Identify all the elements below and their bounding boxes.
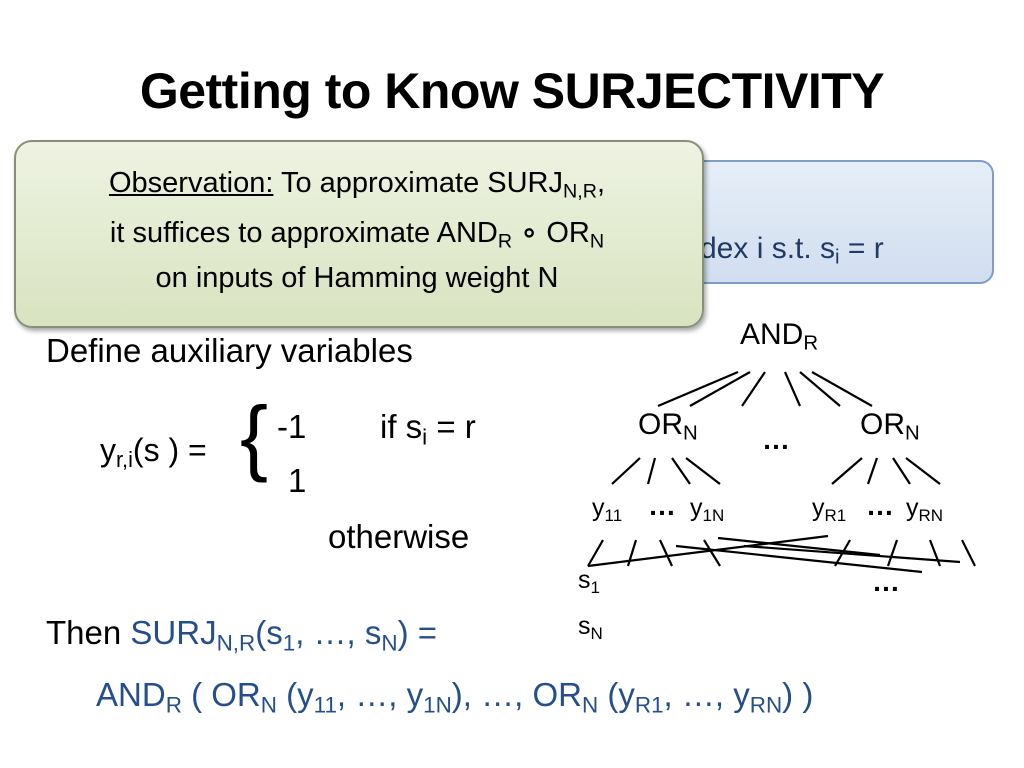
edge-cross-3: [717, 536, 881, 557]
observation-line-2: it suffices to approximate ANDR ∘ ORN: [109, 217, 605, 253]
edge-orr-1: [831, 457, 863, 485]
edge-orl-1: [611, 457, 641, 485]
observation-line-3: on inputs of Hamming weight N: [155, 262, 559, 294]
input-sN: sN: [578, 612, 603, 643]
observation-label: Observation:: [108, 167, 274, 199]
edge-leaf-7: [928, 539, 942, 567]
edge-orl-2: [646, 457, 657, 485]
leaf-y1N: y1N: [690, 494, 725, 525]
edge-and-2: [689, 371, 751, 407]
y-definition-lhs: yr,i(s ) =: [100, 432, 207, 473]
observation-line-1: Observation: To approximate SURJN,R,: [108, 167, 605, 203]
or-node-left: ORN: [638, 408, 698, 445]
edge-cross-1: [587, 534, 829, 568]
edge-and-6: [811, 371, 873, 407]
edge-leaf-1: [587, 539, 604, 567]
edge-and-4: [783, 371, 802, 407]
then-line: Then SURJN,R(s1, …, sN) =: [46, 614, 438, 656]
edge-leaf-3: [659, 539, 673, 567]
definition-text: dex i s.t. si = r: [700, 232, 884, 269]
case-otherwise: otherwise: [328, 518, 470, 555]
or-node-right: ORN: [860, 408, 920, 445]
edge-and-1: [657, 370, 739, 408]
input-ellipsis: …: [872, 566, 900, 597]
case-value-1: 1: [288, 462, 307, 499]
edge-leaf-6: [886, 539, 899, 567]
edge-orr-4: [905, 457, 941, 485]
edge-cross-4: [743, 544, 961, 564]
edge-orr-2: [866, 457, 879, 485]
case-value-neg1: -1: [277, 408, 307, 445]
edge-leaf-4: [703, 539, 721, 567]
edge-leaf-8: [961, 539, 976, 567]
edge-and-3: [741, 371, 766, 407]
formula-line: ANDR ( ORN (y11, …, y1N), …, ORN (yR1, ……: [96, 676, 814, 718]
leaf-yR1: yR1: [812, 494, 847, 525]
edge-orl-4: [685, 457, 721, 485]
case-condition: if si = r: [380, 408, 476, 450]
and-node: ANDR: [740, 318, 819, 355]
observation-callout: [14, 140, 704, 328]
define-text: Define auxiliary variables: [46, 332, 413, 369]
page-title: Getting to Know SURJECTIVITY: [139, 63, 885, 119]
leaf-y11: y11: [592, 494, 623, 525]
left-brace: {: [240, 389, 269, 483]
edge-cross-2: [675, 544, 923, 574]
leaf-ellipsis-right: …: [866, 490, 894, 521]
edge-leaf-2: [626, 539, 638, 567]
edge-orl-3: [671, 457, 691, 485]
edge-orr-3: [892, 457, 911, 485]
input-s1: s1: [578, 566, 600, 597]
leaf-ellipsis-left: …: [648, 490, 676, 521]
leaf-yRN: yRN: [906, 494, 944, 525]
or-node-ellipsis: …: [762, 424, 790, 455]
edge-and-5: [799, 371, 841, 407]
